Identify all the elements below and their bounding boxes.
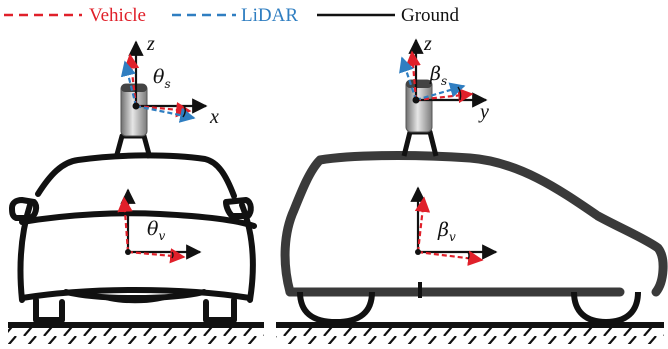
legend-item-ground: Ground	[317, 5, 460, 26]
beta-v-arc	[467, 251, 470, 260]
lidar-mount-right	[401, 79, 439, 157]
lidar-z-axis-right	[399, 56, 418, 101]
beta-v-label: βv	[437, 219, 456, 244]
legend: Vehicle LiDAR Ground	[4, 5, 460, 26]
car-front-view	[9, 152, 257, 323]
vehicle-x-axis-body-left	[127, 248, 186, 264]
vehicle-y-axis-body-right	[417, 250, 484, 266]
lidar-mount-left	[113, 83, 153, 159]
car-side-wheels	[297, 291, 641, 326]
legend-vehicle-label: Vehicle	[89, 5, 146, 26]
legend-ground-label: Ground	[401, 5, 460, 26]
lidar-y-axis-right	[415, 82, 466, 102]
ground-right	[276, 322, 664, 344]
lidar-frame-right	[399, 38, 488, 108]
legend-item-lidar: LiDAR	[172, 5, 298, 26]
theta-s-label: θs	[153, 66, 171, 91]
lidar-frame-left	[120, 40, 208, 123]
vehicle-y-axis-sensor-right	[415, 87, 474, 104]
legend-lidar-label: LiDAR	[241, 5, 298, 26]
beta-s-label: βs	[429, 63, 447, 88]
axis-label-z-right: z	[423, 33, 432, 55]
ground-left	[8, 322, 264, 344]
vehicle-z-axis-body-right	[414, 196, 431, 253]
vehicle-frame-left	[117, 188, 202, 264]
theta-s-arc	[182, 105, 186, 118]
beta-s-arc	[457, 86, 462, 101]
axis-label-y-right: y	[478, 101, 489, 123]
vehicle-z-axis-body-left	[117, 196, 133, 253]
vehicle-frame-right	[410, 186, 498, 266]
theta-v-label: θv	[147, 218, 165, 243]
theta-v-arc	[171, 251, 174, 259]
axis-label-z-left: z	[146, 33, 155, 55]
axis-label-x-left: x	[209, 106, 219, 128]
legend-item-vehicle: Vehicle	[4, 5, 146, 26]
car-side-view	[280, 151, 668, 297]
